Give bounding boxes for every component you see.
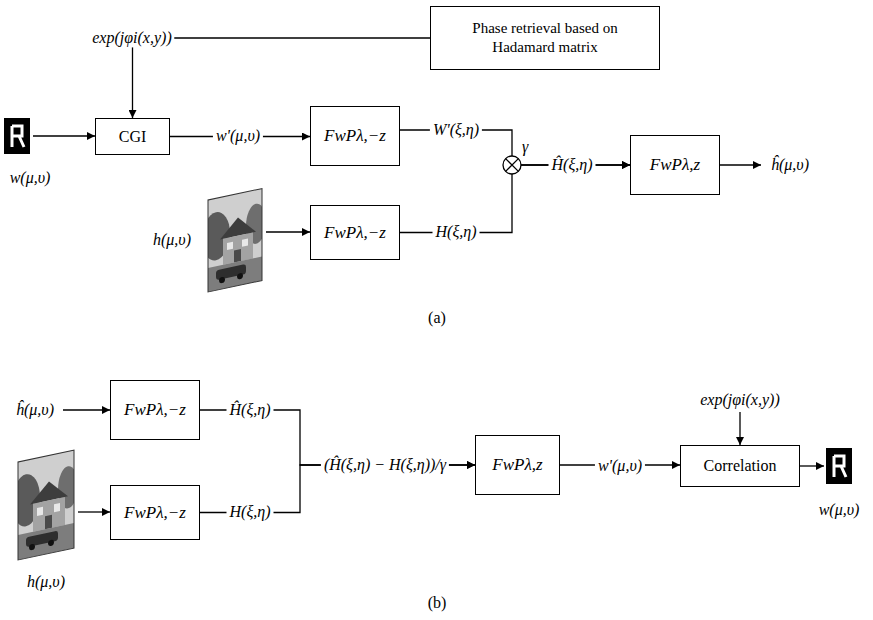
box-label: FwPλ,−z <box>124 399 186 420</box>
signal-label: exp(jφi(x,y)) <box>697 390 782 409</box>
watermark-icon <box>826 448 852 484</box>
edge-label-text: w'(μ,υ) <box>598 457 642 474</box>
signal-label: h(μ,υ) <box>24 572 68 591</box>
propagation-box: FwPλ,−z <box>110 485 200 540</box>
panel-label: (a) <box>425 308 449 327</box>
propagation-box: FwPλ,z <box>630 135 720 195</box>
input-arrow <box>33 135 95 136</box>
input-arrow <box>266 231 310 232</box>
watermark-icon <box>4 118 30 154</box>
label-text: w(μ,υ) <box>10 169 51 186</box>
factor-label: γ <box>519 137 531 156</box>
host-image <box>12 449 78 561</box>
signal-label: w(μ,υ) <box>7 168 54 187</box>
output-arrow <box>800 465 824 466</box>
label-text: h(μ,υ) <box>153 231 191 248</box>
signal-label: Ĥ(ξ,η) <box>549 155 596 174</box>
edge-label-text: Ĥ(ξ,η) <box>230 401 271 418</box>
propagation-box: FwPλ,−z <box>310 106 400 166</box>
propagation-box: FwPλ,z <box>475 435 560 495</box>
input-arrow <box>63 409 110 410</box>
signal-label: Ĥ(ξ,η) <box>227 400 274 419</box>
signal-label: ĥ(μ,υ) <box>768 155 812 174</box>
process-box: CGI <box>95 118 170 155</box>
label-text: h(μ,υ) <box>27 573 65 590</box>
edge-label-text: W'(ξ,η) <box>433 121 479 138</box>
signal-label: h(μ,υ) <box>150 230 194 249</box>
label-text: (b) <box>428 594 447 611</box>
edge-label-text: w'(μ,υ) <box>216 127 260 144</box>
edge-label-text: H(ξ,η) <box>436 223 477 240</box>
process-box: Phase retrieval based on Hadamard matrix <box>430 6 660 70</box>
label-text: (a) <box>428 309 446 326</box>
label-text: ĥ(μ,υ) <box>16 401 54 418</box>
signal-label: exp(jφi(x,y)) <box>89 28 174 47</box>
panel-label: (b) <box>425 593 450 612</box>
label-text: w(μ,υ) <box>819 501 860 518</box>
multiplier-symbol <box>503 156 521 174</box>
label-text: ĥ(μ,υ) <box>771 156 809 173</box>
propagation-box: FwPλ,−z <box>310 205 400 260</box>
output-arrow <box>720 164 761 165</box>
signal-label: H(ξ,η) <box>227 502 274 521</box>
signal-label: w(μ,υ) <box>816 500 863 519</box>
box-label: FwPλ,−z <box>324 222 386 243</box>
box-label: FwPλ,z <box>650 154 700 175</box>
box-label: Correlation <box>704 456 777 476</box>
label-text: (Ĥ(ξ,η) − H(ξ,η))/γ <box>324 456 446 473</box>
input-arrow <box>78 511 110 512</box>
signal-label: w'(μ,υ) <box>595 456 645 475</box>
connector-group <box>133 38 681 513</box>
box-label: CGI <box>119 127 147 147</box>
box-label: FwPλ,z <box>492 454 542 475</box>
signal-label: W'(ξ,η) <box>430 120 482 139</box>
propagation-box: FwPλ,−z <box>110 380 200 440</box>
box-label: Phase retrieval based on Hadamard matrix <box>450 19 640 57</box>
signal-label: ĥ(μ,υ) <box>13 400 57 419</box>
box-label: FwPλ,−z <box>124 502 186 523</box>
signal-label: H(ξ,η) <box>433 222 480 241</box>
label-text: exp(jφi(x,y)) <box>700 391 779 408</box>
edge-label-text: exp(jφi(x,y)) <box>92 29 171 46</box>
box-label: FwPλ,−z <box>324 125 386 146</box>
signal-label: w'(μ,υ) <box>213 126 263 145</box>
input-arrow <box>739 412 740 445</box>
label-text: γ <box>522 138 528 155</box>
process-box: Correlation <box>680 445 800 487</box>
label-text: Ĥ(ξ,η) <box>552 156 593 173</box>
formula-label: (Ĥ(ξ,η) − H(ξ,η))/γ <box>321 455 449 474</box>
edge-label-text: H(ξ,η) <box>230 503 271 520</box>
host-image <box>202 188 266 294</box>
